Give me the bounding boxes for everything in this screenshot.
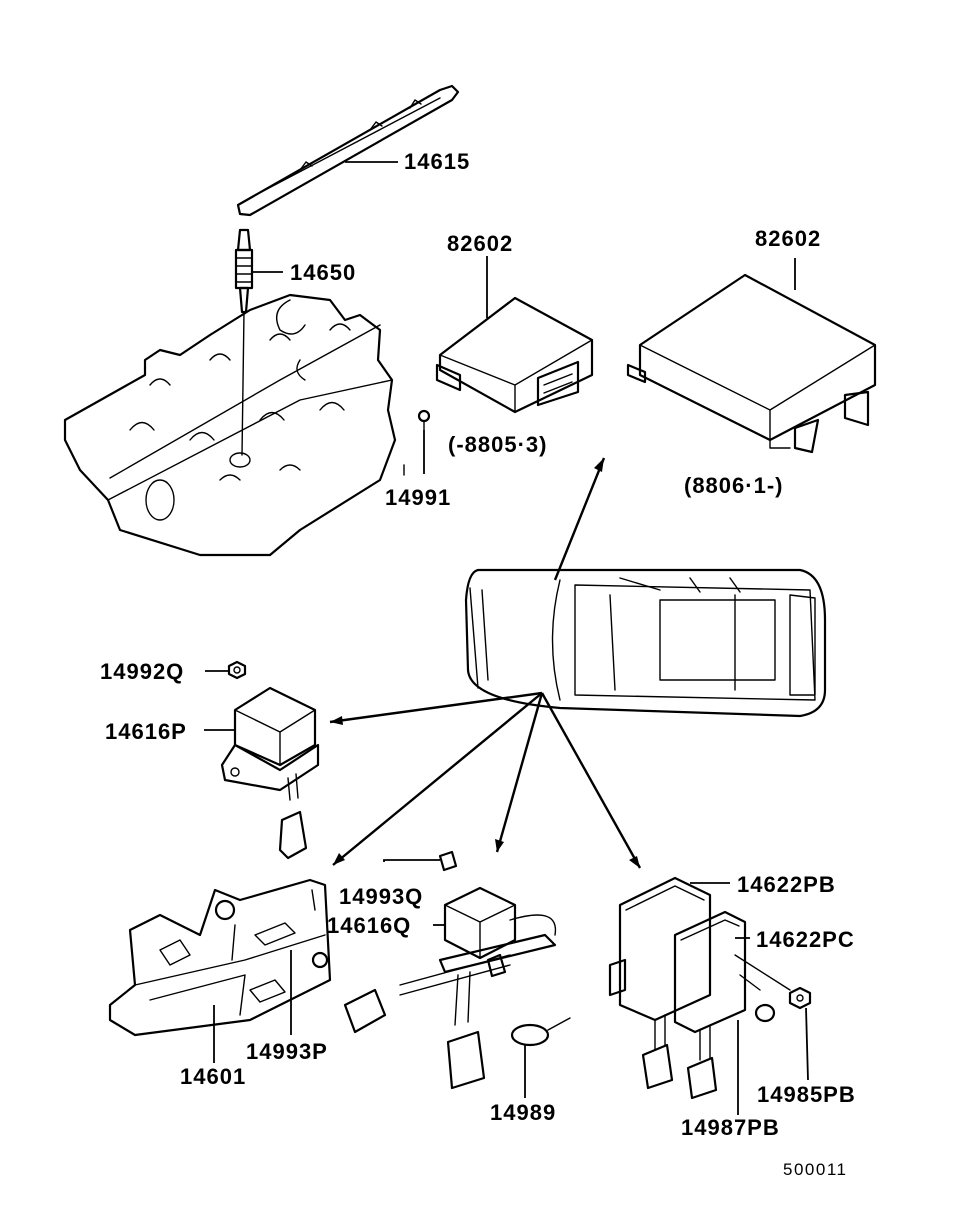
- cylinder-head-drawing: [63, 293, 397, 557]
- glow-plug-drawing: [234, 228, 254, 314]
- label-serial-8806: (8806·1-): [684, 473, 784, 498]
- control-unit-large-drawing: [626, 273, 877, 454]
- label-14650: 14650: [290, 260, 357, 285]
- relay-14616Q-drawing: [343, 886, 557, 1090]
- label-14992Q: 14992Q: [100, 659, 185, 684]
- module-14622PC-drawing: [673, 910, 747, 1100]
- label-82602-large: 82602: [755, 226, 822, 251]
- control-unit-small-drawing: [435, 296, 594, 414]
- nut-14992Q-drawing: [227, 660, 247, 680]
- leader-14993Q: [383, 859, 440, 862]
- bracket-14601-drawing: [108, 878, 332, 1037]
- relay-14616P-drawing: [220, 686, 320, 860]
- leader-14985PB: [805, 1007, 809, 1081]
- location-arrows: [329, 457, 642, 869]
- screw-14993P-drawing: [311, 951, 329, 969]
- label-14615: 14615: [404, 149, 471, 174]
- label-14622PB: 14622PB: [737, 872, 836, 897]
- label-14616Q: 14616Q: [327, 913, 412, 938]
- label-serial-8805: (-8805·3): [448, 432, 548, 457]
- screw-14987PB-drawing: [754, 1003, 776, 1023]
- label-14985PB: 14985PB: [757, 1082, 856, 1107]
- label-82602-small: 82602: [447, 231, 514, 256]
- nut-14985PB-drawing: [788, 986, 812, 1010]
- figure-code: 500011: [783, 1160, 848, 1179]
- screw-14993Q-drawing: [438, 850, 458, 872]
- label-14993Q: 14993Q: [339, 884, 424, 909]
- glow-plug-axis: [241, 311, 245, 456]
- label-14601: 14601: [180, 1064, 247, 1089]
- label-14989: 14989: [490, 1100, 557, 1125]
- module-14622PB-drawing: [608, 876, 712, 1090]
- label-14987PB: 14987PB: [681, 1115, 780, 1140]
- label-14616P: 14616P: [105, 719, 187, 744]
- clamp-14989-drawing: [510, 1017, 571, 1047]
- glow-plug-plate-drawing: [236, 84, 460, 217]
- label-14991: 14991: [385, 485, 452, 510]
- mount-leaders: [734, 954, 791, 991]
- label-14622PC: 14622PC: [756, 927, 855, 952]
- vehicle-outline-drawing: [464, 568, 827, 718]
- screw-14991-drawing: [417, 409, 431, 431]
- label-14993P: 14993P: [246, 1039, 328, 1064]
